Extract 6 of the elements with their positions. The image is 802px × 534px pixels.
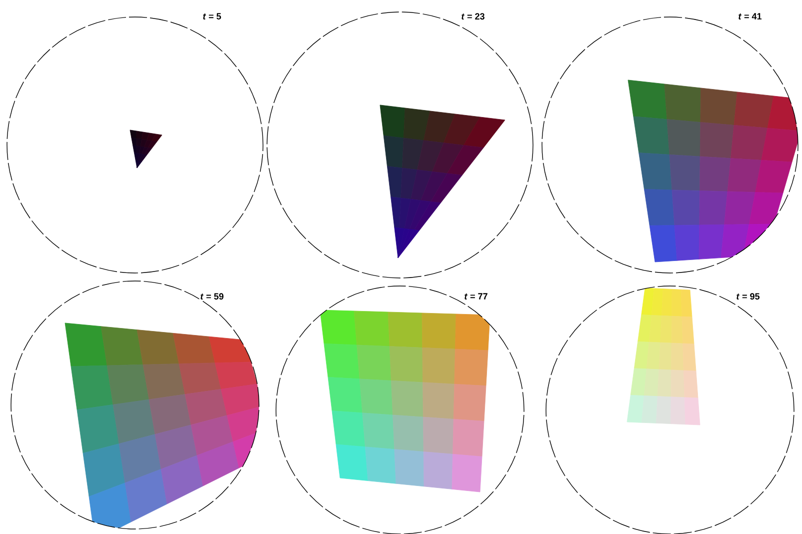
time-label: t = 5: [202, 12, 222, 20]
time-label: t = 23: [460, 12, 486, 21]
time-label: t = 59: [199, 292, 225, 301]
time-label: t = 41: [737, 12, 763, 20]
time-label: t = 77: [463, 292, 489, 300]
time-label: t = 95: [735, 292, 761, 301]
